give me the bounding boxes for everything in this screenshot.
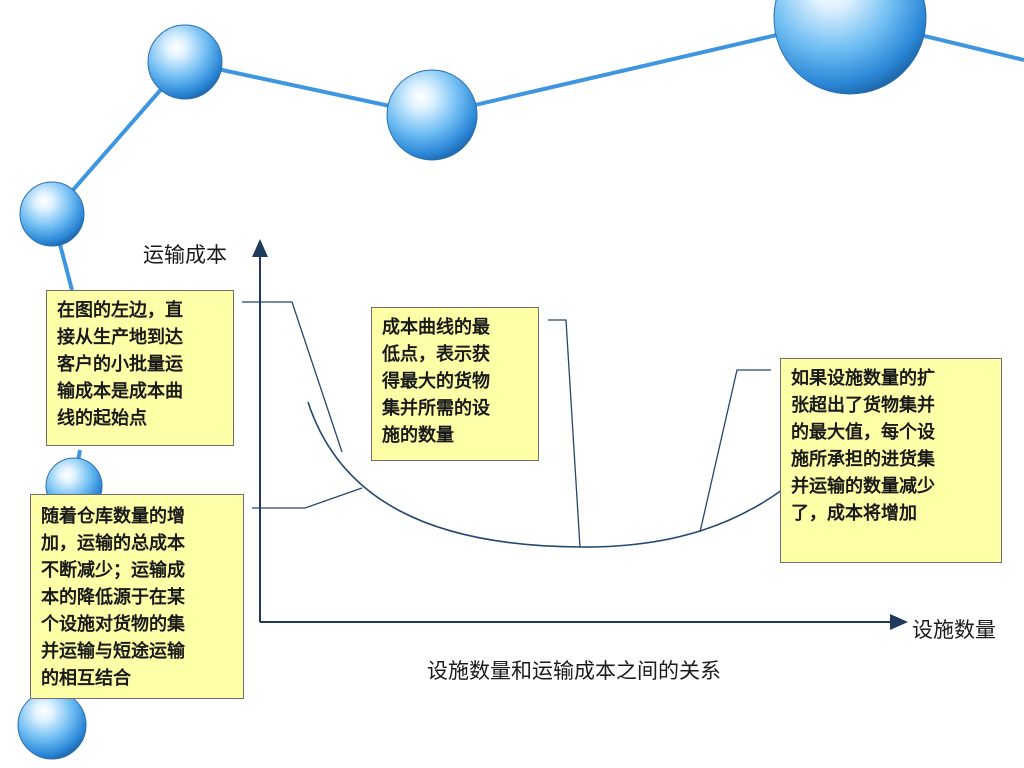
sphere-decoration (386, 69, 478, 161)
x-axis-label: 设施数量 (912, 618, 996, 642)
sphere-decoration (147, 24, 223, 100)
leader-line-right (699, 369, 771, 533)
leader-line-left-bottom (252, 487, 363, 509)
cost-curve (307, 401, 783, 548)
decorative-spheres (17, 0, 927, 760)
note-right: 如果设施数量的扩 张超出了货物集并 的最大值，每个设 施所承担的进货集 并运输的… (780, 358, 1002, 563)
y-axis-label: 运输成本 (143, 243, 227, 267)
leader-lines (242, 301, 771, 548)
diagram-caption: 设施数量和运输成本之间的关系 (427, 659, 721, 683)
sphere-decoration (773, 0, 927, 95)
note-left-bottom: 随着仓库数量的增 加，运输的总成本 不断减少；运输成 本的降低源于在某 个设施对… (30, 494, 244, 699)
note-middle: 成本曲线的最 低点，表示获 得最大的货物 集并所需的设 施的数量 (371, 307, 539, 461)
sphere-decoration (17, 690, 87, 760)
note-left-top: 在图的左边，直 接从生产地到达 客户的小批量运 输成本是成本曲 线的起始点 (46, 290, 234, 446)
sphere-decoration (19, 181, 85, 247)
leader-line-left-top (242, 301, 343, 453)
leader-line-middle (548, 319, 581, 548)
